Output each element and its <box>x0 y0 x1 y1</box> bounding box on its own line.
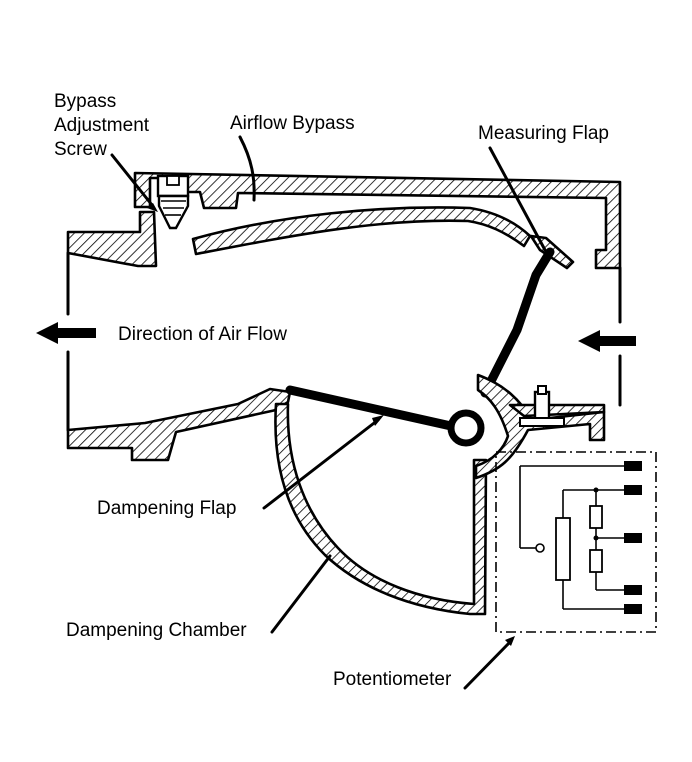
arrow-inlet-icon <box>578 330 636 352</box>
dampening-flap <box>285 385 465 433</box>
potentiometer-circuit <box>495 451 657 633</box>
housing-lower-left <box>66 387 292 462</box>
label-bypass: Bypass <box>54 91 116 112</box>
label-adjustment: Adjustment <box>54 115 150 136</box>
flap-stop <box>508 403 606 418</box>
label-potentiometer: Potentiometer <box>333 669 452 690</box>
inlet-upper-block <box>66 210 158 268</box>
label-dampening-chamber: Dampening Chamber <box>66 620 247 641</box>
dampening-chamber-wall <box>274 402 488 616</box>
measuring-flap <box>480 234 575 398</box>
arrow-left-icon <box>36 322 96 344</box>
leader-lines <box>110 135 547 690</box>
bypass-adjustment-screw <box>156 174 190 230</box>
adjusting-screw-housing <box>533 390 551 422</box>
flap-pivot <box>447 409 485 447</box>
label-screw: Screw <box>54 139 107 160</box>
label-direction-of-air-flow: Direction of Air Flow <box>118 324 287 345</box>
label-measuring-flap: Measuring Flap <box>478 123 609 144</box>
label-airflow-bypass: Airflow Bypass <box>230 113 355 134</box>
airflow-bypass-wall <box>191 206 532 256</box>
label-dampening-flap: Dampening Flap <box>97 498 236 519</box>
